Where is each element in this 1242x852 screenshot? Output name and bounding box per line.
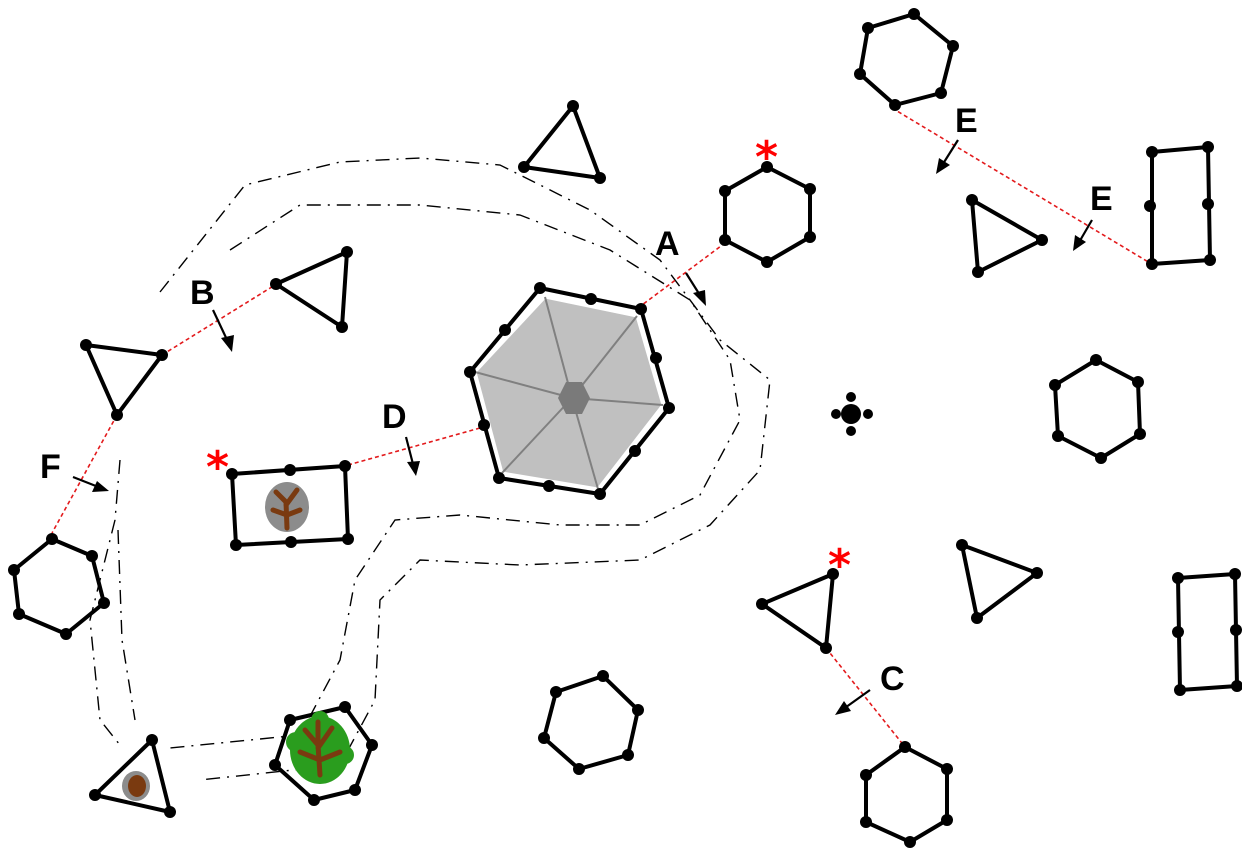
label-f: F xyxy=(40,448,61,486)
left-corridor xyxy=(89,459,121,746)
connector-rect-to-hub xyxy=(347,427,481,466)
annotation-arrows xyxy=(72,139,1093,715)
hub-center xyxy=(558,382,590,414)
label-c: C xyxy=(880,660,905,698)
hexagon-bottom-center[interactable] xyxy=(538,670,644,775)
triangle-center-right[interactable] xyxy=(756,568,839,654)
connector-triangle-to-hexagon xyxy=(51,414,118,534)
triangle-right-upper[interactable] xyxy=(966,194,1048,278)
hexagon-right[interactable] xyxy=(1049,354,1146,464)
hexagon-marked-a[interactable] xyxy=(719,161,816,268)
inner-corridor xyxy=(169,204,741,749)
rectangle-tree-marked[interactable] xyxy=(226,460,354,551)
connector-hub-to-hexagon xyxy=(637,242,726,309)
central-hub-icon[interactable] xyxy=(464,282,675,500)
green-tree-icon xyxy=(286,711,354,784)
triangle-upper-left[interactable] xyxy=(270,246,353,333)
left-corridor-2 xyxy=(117,529,136,721)
label-b: B xyxy=(190,274,215,312)
star-marker-triangle: * xyxy=(828,540,851,591)
outer-corridor xyxy=(159,157,771,781)
hexagon-green-tree[interactable] xyxy=(269,701,378,806)
triangle-left[interactable] xyxy=(80,339,168,421)
label-a: A xyxy=(655,225,680,263)
connector-hexagon-to-rectangle-e xyxy=(891,107,1151,264)
hub-vertices xyxy=(464,282,675,500)
triangle-right-lower[interactable] xyxy=(956,539,1043,624)
label-d: D xyxy=(382,398,407,436)
hexagon-left[interactable] xyxy=(8,533,110,640)
corridor-paths xyxy=(89,157,771,781)
gray-tree-icon xyxy=(265,482,309,532)
star-marker-rectangle: * xyxy=(206,442,229,493)
label-e-right: E xyxy=(1090,180,1113,218)
cross-dots-icon xyxy=(831,392,873,436)
brown-tree-icon xyxy=(122,771,150,801)
triangle-top-center[interactable] xyxy=(518,100,606,184)
hexagon-top-right[interactable] xyxy=(854,8,959,111)
hexagon-bottom-right[interactable] xyxy=(860,741,953,848)
star-marker-hexagon: * xyxy=(755,132,778,183)
triangle-bottom-left[interactable] xyxy=(89,734,176,818)
rectangle-right-lower[interactable] xyxy=(1172,568,1242,696)
rectangle-right-upper[interactable] xyxy=(1144,141,1216,270)
connector-triangle-to-hexagon-bottom xyxy=(825,647,906,748)
label-e-top: E xyxy=(955,102,978,140)
